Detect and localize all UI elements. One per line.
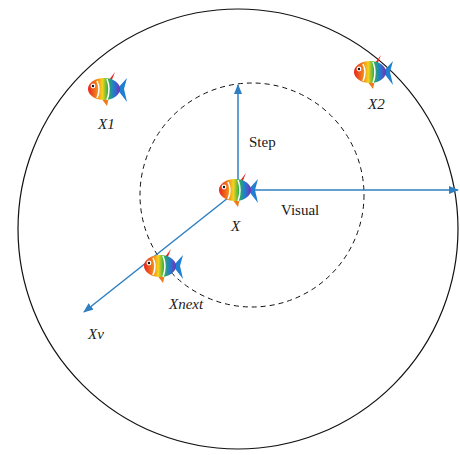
text-label: Step — [249, 134, 276, 151]
text-label: X2 — [368, 96, 385, 113]
text-label: Xnext — [169, 296, 203, 313]
direction-arrow — [84, 190, 238, 312]
fish-x2 — [354, 55, 393, 89]
fish-x — [219, 173, 258, 207]
text-label: X — [231, 218, 240, 235]
visual-arrow — [238, 189, 458, 191]
fish-x1 — [88, 72, 127, 106]
visual-circle — [18, 9, 458, 449]
fish-xnext — [144, 249, 183, 283]
text-label: Visual — [281, 202, 319, 219]
text-label: Xv — [88, 326, 104, 343]
step-arrow — [237, 85, 239, 190]
text-label: X1 — [98, 116, 115, 133]
step-circle — [140, 83, 364, 307]
